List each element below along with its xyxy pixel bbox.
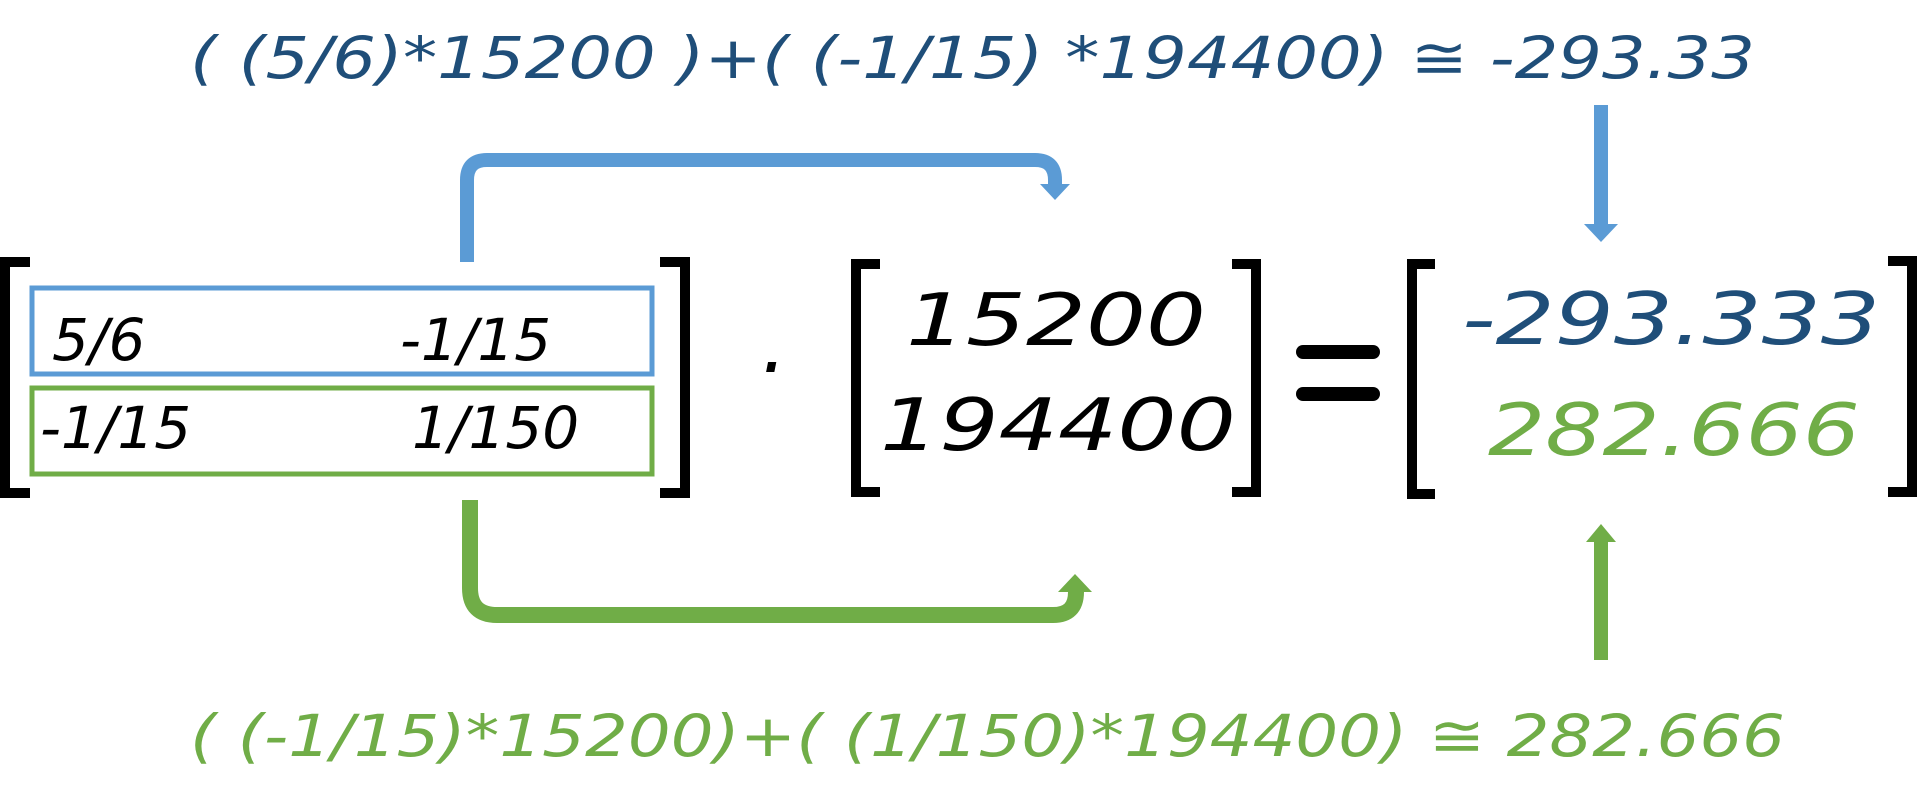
matrix-r2c1: -1/15: [40, 394, 191, 462]
vector-right-bracket: [1232, 259, 1261, 497]
top-formula: ( (5/6)*15200 )+( (-1/15) *194400) ≅ -29…: [190, 24, 1755, 92]
matrix-row2-highlight: [29, 385, 655, 477]
vector-left-bracket: [851, 259, 880, 497]
green-row-arrow: [462, 500, 1084, 623]
vector-entry-1: 15200: [906, 278, 1206, 362]
result-entry-2: 282.666: [1488, 388, 1860, 472]
result-entry-1: -293.333: [1462, 277, 1880, 361]
result-left-bracket: [1407, 259, 1435, 499]
matrix-row1-highlight: [29, 285, 655, 377]
matrix-r1c2: -1/15: [400, 306, 551, 374]
matrix-right-bracket: [660, 257, 690, 498]
blue-result-arrowhead: [1584, 224, 1618, 242]
matrix-r2c2: 1/150: [412, 394, 579, 462]
blue-row-arrow: [460, 153, 1062, 262]
matrix-left-bracket: [0, 257, 30, 498]
result-right-bracket: [1888, 256, 1917, 497]
green-result-arrow-shaft: [1594, 540, 1608, 660]
equals-sign: [1296, 345, 1380, 401]
vector-entry-2: 194400: [880, 383, 1236, 467]
bottom-formula: ( (-1/15)*15200)+( (1/150)*194400) ≅ 282…: [190, 702, 1785, 770]
blue-result-arrow-shaft: [1594, 105, 1608, 227]
blue-row-arrowhead: [1040, 184, 1070, 200]
green-row-arrowhead: [1058, 574, 1092, 592]
dot-operator: ·: [757, 321, 782, 414]
green-result-arrowhead: [1586, 524, 1616, 542]
matrix-r1c1: 5/6: [52, 306, 145, 374]
